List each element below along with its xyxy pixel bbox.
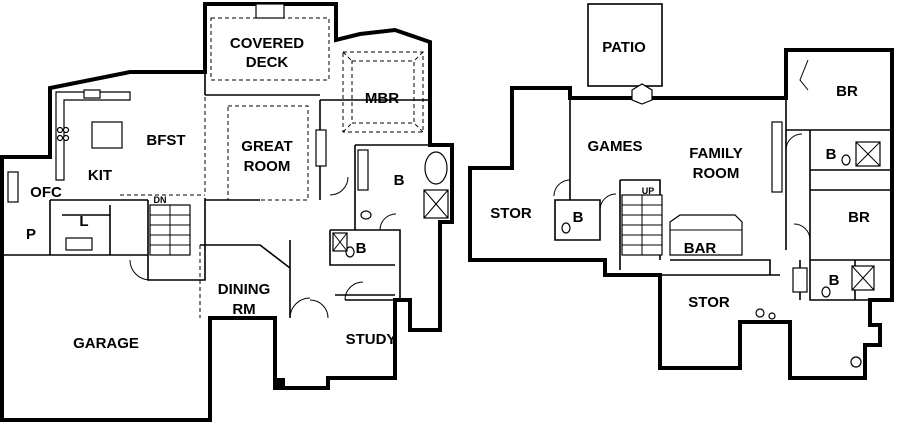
room-label-mbr: MBR (365, 90, 399, 107)
room-label-dining-2: RM (232, 301, 255, 318)
room-label-study: STUDY (346, 331, 397, 348)
bar-counter (669, 214, 743, 256)
mbr-tray-outer (342, 51, 424, 133)
lower-stairs (621, 194, 663, 256)
great-room-tray (227, 105, 309, 201)
shower-mark (332, 232, 348, 252)
door-swing (309, 299, 329, 319)
shower-mark (851, 265, 875, 291)
room-label-family-room: FAMILY (689, 145, 743, 162)
cooktop-burner (62, 134, 70, 142)
mbr-tray-corner (413, 51, 424, 62)
vanity (357, 149, 369, 191)
room-label-stor-bottom: STOR (688, 294, 730, 311)
room-label-bath-right: B (826, 146, 837, 163)
door-swing (799, 59, 809, 91)
room-label-ofc: OFC (30, 184, 62, 201)
shower-mark (423, 189, 449, 219)
lower-floor-outer-wall (468, 48, 894, 380)
room-label-dining: DINING (218, 281, 271, 298)
door-swing (329, 176, 349, 196)
door-swing (599, 193, 617, 211)
door-swing (129, 259, 151, 281)
lower-toilet-left (561, 222, 571, 234)
main-floor-plan: COVERED DECK MBR BFST GREAT ROOM KIT OFC… (0, 2, 454, 422)
mechanical-circle (850, 356, 862, 368)
cooktop-burner (56, 134, 64, 142)
lower-floor-plan: PATIO BR GAMES FAMILY ROOM B STOR B UP B… (468, 3, 894, 380)
front-column (275, 378, 285, 388)
media-wall (771, 121, 783, 193)
bathtub (424, 151, 448, 185)
mbr-tray-corner (342, 122, 353, 133)
patio-outline (587, 3, 663, 87)
room-label-games: GAMES (587, 138, 642, 155)
kitchen-counter (55, 91, 131, 181)
room-label-kit: KIT (88, 167, 112, 184)
main-interior-walls (2, 72, 430, 318)
patio-corner-post (631, 83, 653, 105)
room-label-covered-deck-2: DECK (246, 54, 289, 71)
lower-closet-box (792, 267, 808, 293)
stair-direction-dn: DN (154, 195, 167, 205)
room-label-stor-left: STOR (490, 205, 532, 222)
main-stairs (149, 204, 191, 256)
room-label-pantry: P (26, 226, 36, 243)
fireplace (255, 3, 285, 19)
mbr-tray-inner (351, 60, 415, 124)
room-label-laundry: L (79, 213, 88, 230)
cooktop-burner (62, 126, 70, 134)
room-label-master-bath: B (394, 172, 405, 189)
cooktop-burner (56, 126, 64, 134)
room-label-br-top: BR (836, 83, 858, 100)
powder-toilet (345, 246, 355, 258)
lower-toilet-bottom (821, 286, 831, 298)
toilet (360, 210, 372, 220)
kitchen-sink (83, 89, 101, 99)
room-label-bfst: BFST (146, 132, 185, 149)
room-label-garage: GARAGE (73, 335, 139, 352)
room-label-bath-left: B (573, 209, 584, 226)
kitchen-island (91, 121, 123, 149)
main-floor-outer-wall (0, 2, 454, 422)
room-label-patio: PATIO (602, 39, 646, 56)
room-label-great-room: GREAT (241, 138, 292, 155)
office-desk (7, 171, 19, 203)
room-label-bath-bottom: B (829, 272, 840, 289)
room-label-powder-bath: B (356, 240, 367, 257)
stair-direction-up: UP (642, 186, 655, 196)
door-swing (379, 213, 397, 231)
room-label-great-room-2: ROOM (244, 158, 291, 175)
door-swing (553, 179, 571, 197)
lower-toilet-right (841, 154, 851, 166)
fireplace-hearth (315, 129, 327, 167)
door-swing (289, 297, 311, 319)
mechanical-circle (755, 308, 765, 318)
laundry-appliances (65, 237, 93, 251)
room-label-covered-deck: COVERED (230, 35, 304, 52)
door-swing (793, 223, 811, 241)
room-label-bar: BAR (684, 240, 717, 257)
mbr-tray-corner (342, 51, 353, 62)
room-label-br-mid: BR (848, 209, 870, 226)
door-swing (344, 281, 364, 301)
shower-mark (855, 141, 881, 167)
room-label-family-room-2: ROOM (693, 165, 740, 182)
door-swing (785, 133, 803, 151)
mbr-tray-corner (413, 122, 424, 133)
mechanical-circle (768, 312, 776, 320)
